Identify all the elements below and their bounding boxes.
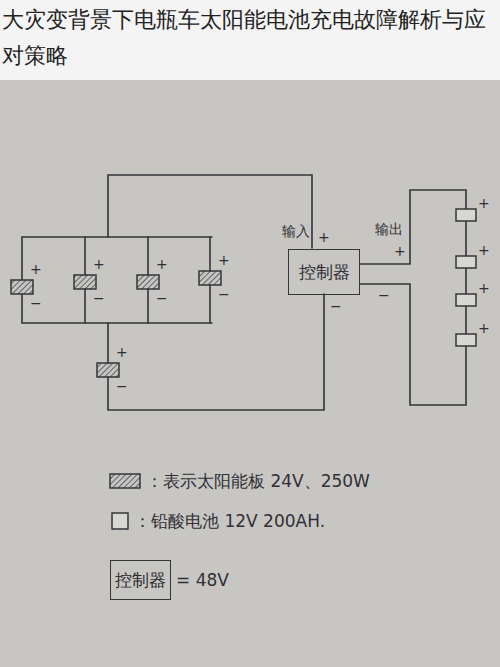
polarity-mark: + <box>478 196 490 210</box>
legend-entry: = 48V <box>176 570 229 590</box>
polarity-mark: + <box>30 262 42 276</box>
polarity-mark: − <box>30 296 42 310</box>
polarity-mark: + <box>318 230 330 244</box>
battery-symbols <box>112 209 476 529</box>
port-label: 输出 <box>375 222 403 236</box>
controller-label: 控制器 <box>299 261 350 284</box>
port-label: 输入 <box>282 224 310 238</box>
polarity-mark: − <box>218 287 230 301</box>
solar-panel-symbols <box>11 271 221 488</box>
legend-entry: ：表示太阳能板 24V、250W <box>146 470 370 493</box>
polarity-mark: − <box>330 299 342 313</box>
controller-label: 控制器 <box>115 569 166 592</box>
polarity-mark: + <box>478 321 490 335</box>
polarity-mark: + <box>93 257 105 271</box>
polarity-mark: + <box>116 345 128 359</box>
polarity-mark: + <box>156 257 168 271</box>
polarity-mark: + <box>394 244 406 258</box>
polarity-mark: + <box>478 281 490 295</box>
polarity-mark: − <box>93 291 105 305</box>
polarity-mark: − <box>156 291 168 305</box>
controller-box: 控制器 <box>288 249 360 295</box>
page-title: 大灾变背景下电瓶车太阳能电池充电故障解析与应对策略 <box>2 2 498 74</box>
polarity-mark: + <box>478 243 490 257</box>
polarity-mark: + <box>218 253 230 267</box>
polarity-mark: − <box>378 288 390 302</box>
controller-box: 控制器 <box>110 560 171 600</box>
legend-entry: ：铅酸电池 12V 200AH. <box>134 510 325 533</box>
polarity-mark: − <box>116 379 128 393</box>
